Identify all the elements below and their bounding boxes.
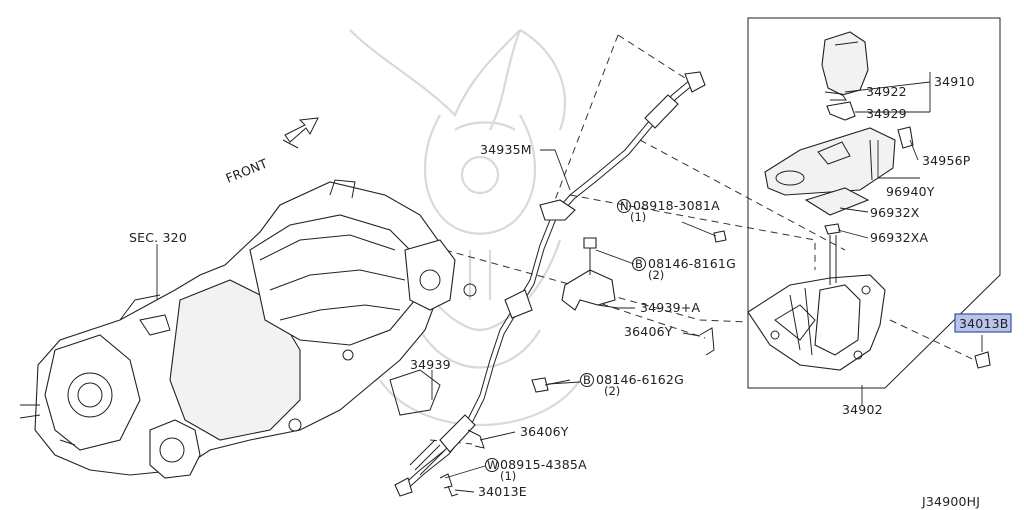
highlight-box-34013b[interactable] [954,313,1012,333]
bracket-34939a [561,269,616,311]
label-34922[interactable]: 34922 [866,84,907,99]
label-08146-8161g[interactable]: 08146-8161G [648,256,736,271]
marker-n-08918: N [617,199,631,213]
label-08915-4385a[interactable]: 08915-4385A [500,457,587,472]
label-34939[interactable]: 34939 [410,357,451,372]
control-cable [394,71,706,497]
knob-clip-34922 [824,91,847,101]
marker-w-letter: W [487,458,498,472]
label-08915-qty: (1) [500,469,516,483]
label-96932xa[interactable]: 96932XA [870,230,929,245]
marker-n-letter: N [620,199,629,213]
label-96932x[interactable]: 96932X [870,205,920,220]
label-34910[interactable]: 34910 [934,74,975,89]
shift-knob [821,31,869,96]
label-34956p[interactable]: 34956P [922,153,971,168]
bolt-upper [583,237,597,275]
label-08918-qty: (1) [630,210,646,224]
leader-lines [156,72,983,493]
label-08918-3081a[interactable]: 08918-3081A [633,198,720,213]
marker-b2-letter: B [583,373,591,387]
shifter-base-34902 [747,235,886,371]
marker-b1-letter: B [635,257,643,271]
label-96940y[interactable]: 96940Y [886,184,935,199]
label-sec-320[interactable]: SEC. 320 [129,230,187,245]
shift-indicator-bezel [764,127,896,196]
clip-34956p [897,126,914,149]
clip-36406y-lower [467,429,485,449]
label-34902[interactable]: 34902 [842,402,883,417]
marker-b-08146-6162g: B [580,373,594,387]
marker-w-08915: W [485,458,499,472]
label-08146-8161g-qty: (2) [648,268,664,282]
label-34013e[interactable]: 34013E [478,484,527,499]
clip-36406y-upper [699,327,715,356]
diagram-id: J34900HJ [921,494,980,509]
cover-96932x [804,187,870,216]
label-34929[interactable]: 34929 [866,106,907,121]
cover-96932xa [824,223,841,235]
bolt-lower [531,377,571,393]
front-arrow [282,117,319,149]
knob-insert-34929 [826,101,856,121]
shifter-group-frame [747,17,1001,389]
label-34935m[interactable]: 34935M [480,142,532,157]
label-36406y-upper[interactable]: 36406Y [624,324,673,339]
label-front: FRONT [224,155,270,185]
label-34939a[interactable]: 34939+A [640,300,700,315]
label-08146-6162g-qty: (2) [604,384,620,398]
dashed-reference-lines [429,34,986,445]
clip-34013e [447,485,459,497]
label-36406y-lower[interactable]: 36406Y [520,424,569,439]
marker-b-08146-8161g: B [632,257,646,271]
nut-08918 [713,230,727,243]
label-34013b[interactable]: 34013B [959,316,1009,331]
transmission-assembly [19,179,477,479]
nut-34013b [974,351,991,369]
label-08146-6162g[interactable]: 08146-6162G [596,372,684,387]
